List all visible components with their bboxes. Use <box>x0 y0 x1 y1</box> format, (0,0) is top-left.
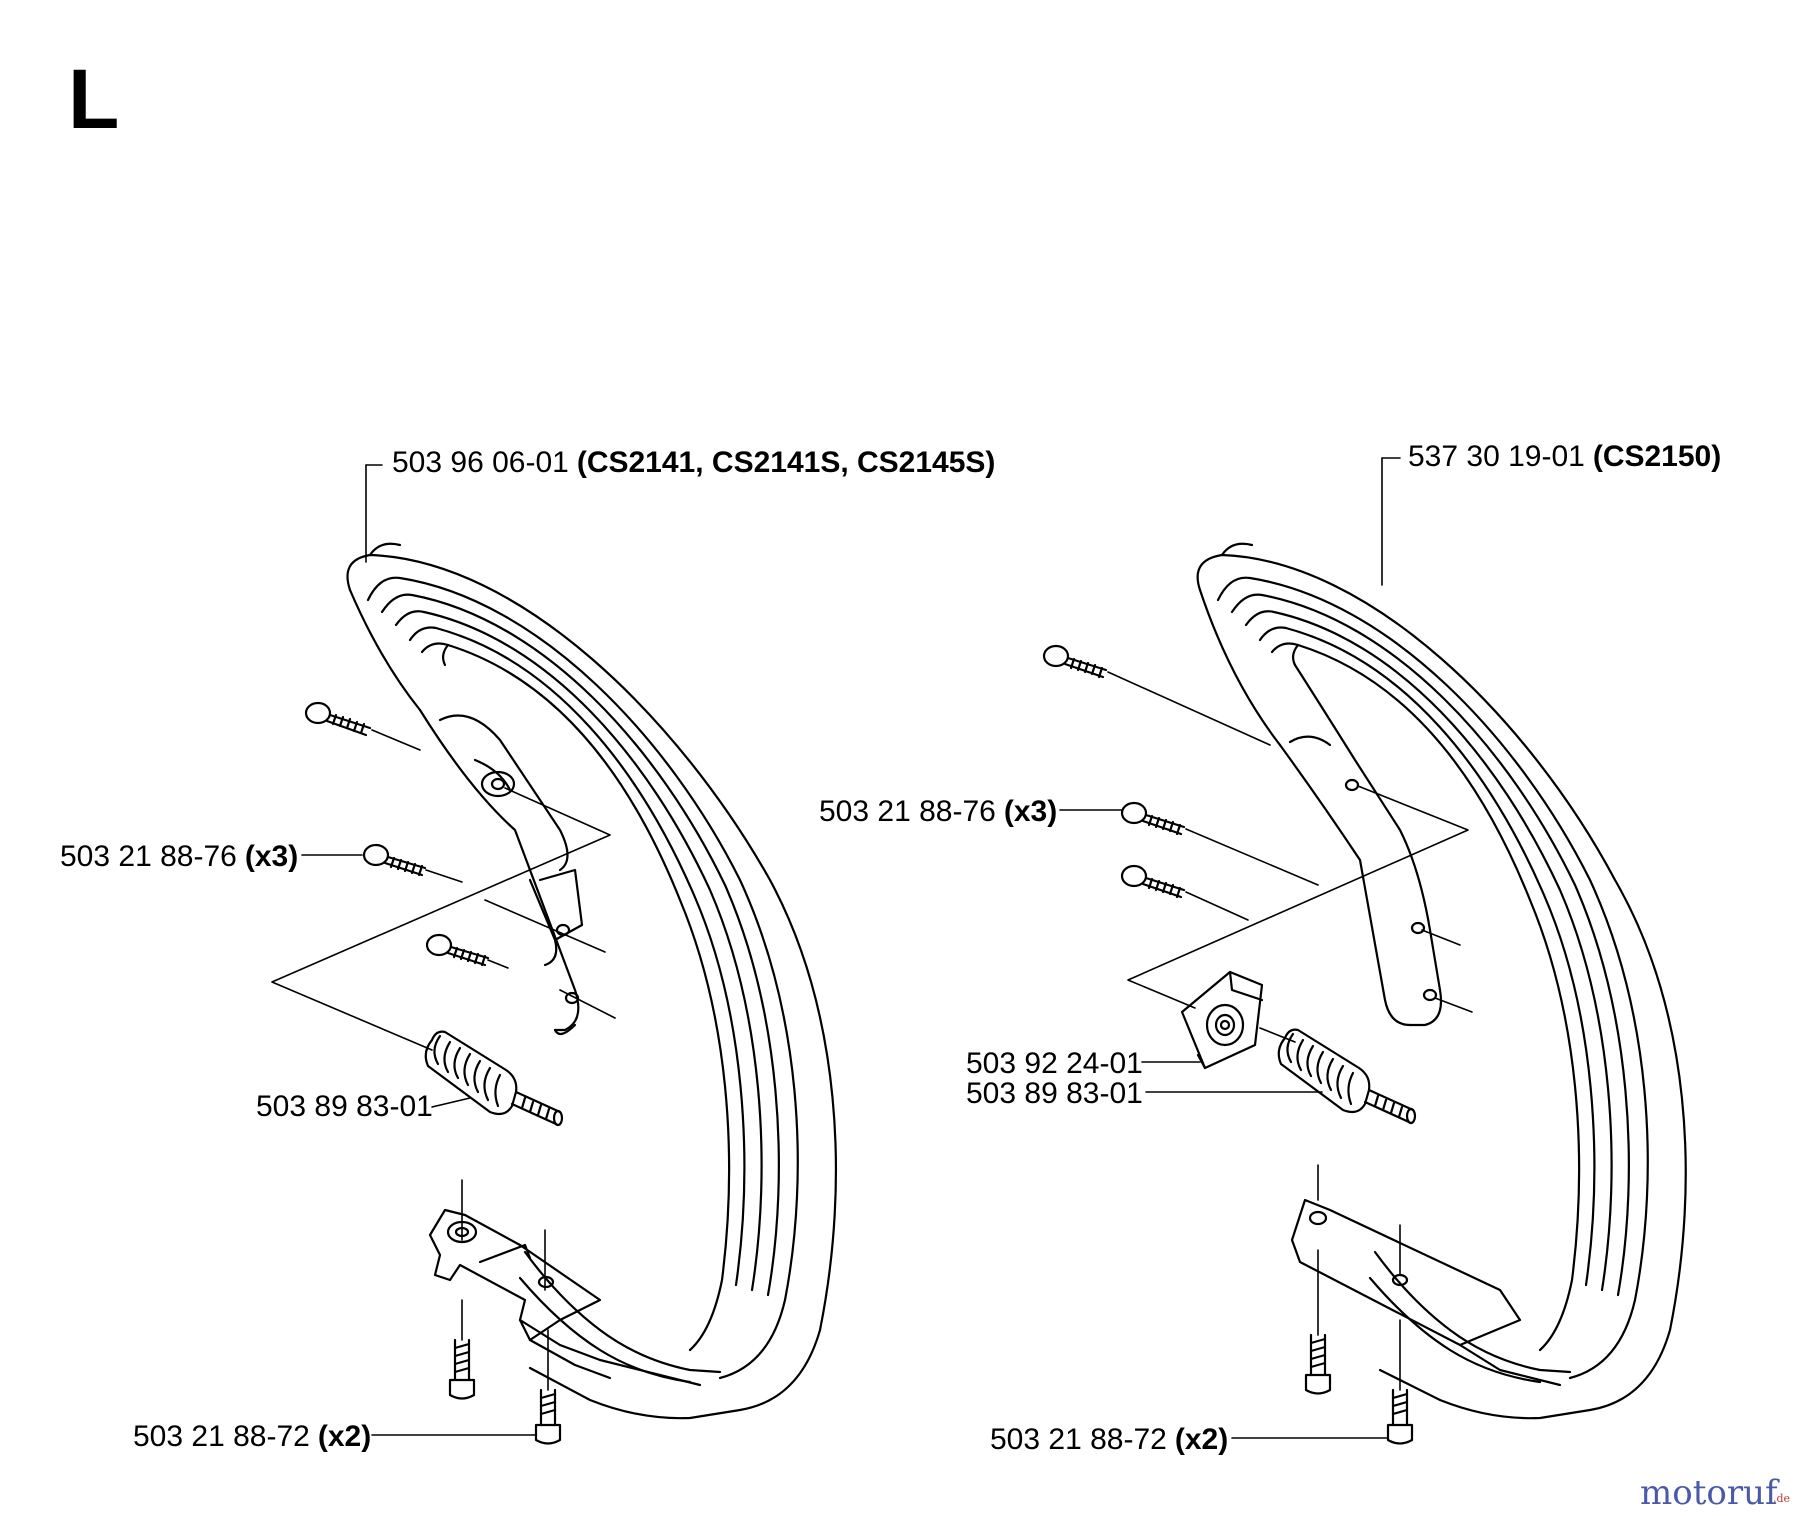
watermark-logo: motoruf .de <box>1640 1473 1790 1513</box>
left-handle-mount <box>438 714 584 1036</box>
section-letter: L <box>68 52 119 146</box>
left-guide-lines <box>271 729 616 1391</box>
left-leaders <box>301 464 537 1436</box>
left-lower-plate <box>428 1208 702 1387</box>
left-screw-bottom-label: 503 21 88-72(x2) <box>133 1420 371 1453</box>
left-screw-top-label: 503 21 88-76(x3) <box>60 840 298 873</box>
right-screw-2 <box>1120 801 1186 836</box>
right-square-bracket <box>1180 970 1264 1070</box>
left-handle-label: 503 96 06-01(CS2141, CS2141S, CS2145S) <box>392 446 995 479</box>
right-handle-label: 537 30 19-01(CS2150) <box>1408 440 1721 473</box>
svg-text:motoruf: motoruf <box>1640 1473 1780 1513</box>
right-assembly <box>1042 457 1687 1445</box>
right-bottom-screw-1 <box>1304 1333 1332 1395</box>
right-screw-3 <box>1120 864 1186 899</box>
right-screw-1 <box>1042 644 1108 679</box>
left-bottom-screw-2 <box>534 1388 562 1445</box>
right-lower-plate <box>1290 1198 1562 1387</box>
right-screw-bottom-label: 503 21 88-72(x2) <box>990 1423 1228 1456</box>
left-screw-1 <box>304 701 372 737</box>
left-screw-3 <box>425 933 490 967</box>
left-bottom-screw-1 <box>448 1338 476 1400</box>
left-screw-2 <box>362 843 427 877</box>
right-rubber-buffer <box>1277 1028 1417 1125</box>
left-buffer-label: 503 89 83-01 <box>256 1090 433 1123</box>
svg-text:.de: .de <box>1773 1492 1790 1505</box>
right-bottom-screw-2 <box>1386 1388 1414 1445</box>
right-guide-lines <box>1107 671 1473 1391</box>
left-rubber-buffer <box>424 1030 564 1127</box>
right-bracket-label: 503 92 24-01 <box>966 1047 1143 1080</box>
left-handle-bar <box>346 542 837 1420</box>
right-screw-top-label: 503 21 88-76(x3) <box>819 795 1057 828</box>
right-buffer-label: 503 89 83-01 <box>966 1077 1143 1110</box>
right-leaders <box>1059 457 1401 1439</box>
right-handle-bar <box>1196 542 1687 1420</box>
left-assembly <box>271 464 837 1445</box>
